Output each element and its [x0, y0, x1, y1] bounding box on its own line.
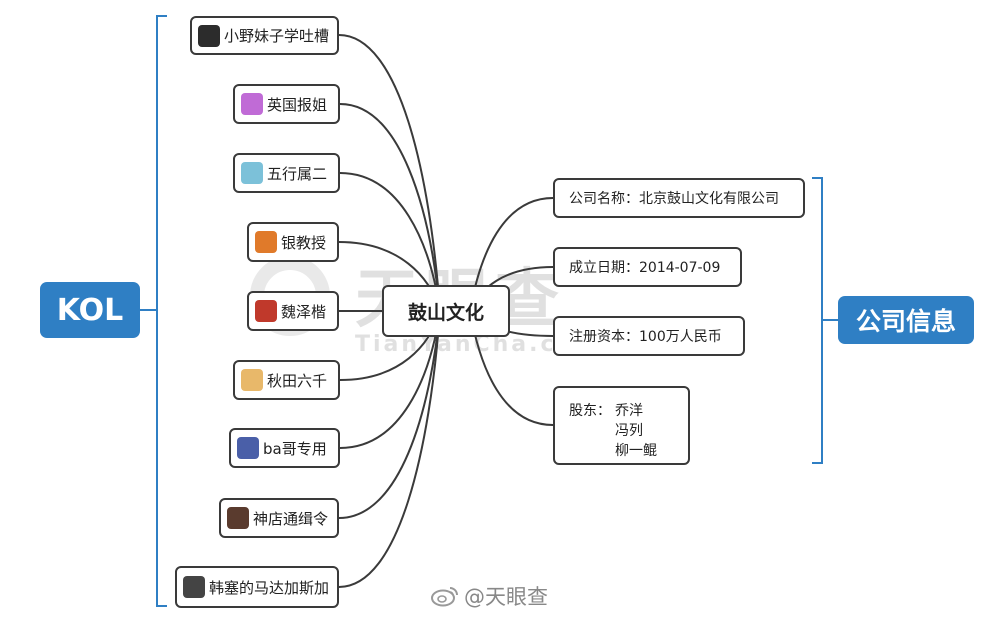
kol-node-wuxingshuer: 五行属二	[233, 153, 340, 193]
shareholder-name: 乔洋	[615, 403, 643, 419]
kol-node-hansai: 韩塞的马达加斯加	[175, 566, 339, 608]
kol-label: 神店通缉令	[253, 509, 329, 528]
kol-connector	[338, 310, 441, 519]
kol-label: 英国报姐	[267, 95, 328, 114]
kol-label: 银教授	[281, 233, 327, 252]
kol-connector	[338, 34, 441, 312]
bw-photo-avatar-icon	[183, 576, 205, 598]
kol-tag: KOL	[40, 282, 140, 338]
red-seal-avatar-icon	[255, 300, 277, 322]
cartoon-man-avatar-icon	[237, 437, 259, 459]
dark-photo-avatar-icon	[227, 507, 249, 529]
cartoon-girl-avatar-icon	[198, 24, 220, 47]
kol-node-shendiantongjiling: 神店通缉令	[219, 498, 339, 538]
kol-node-xiaoyemeizi: 小野妹子学吐槽	[190, 16, 339, 55]
company-info-tag: 公司信息	[838, 296, 974, 344]
footer-credit: @天眼查	[430, 581, 548, 611]
founded-date-text: 成立日期：2014-07-09	[569, 260, 721, 276]
kol-connector	[339, 103, 441, 312]
shareholders-node: 股东： 乔洋 冯列 柳一鲲	[553, 386, 690, 465]
kol-label: 秋田六千	[267, 371, 328, 390]
kol-label: 魏泽楷	[281, 302, 327, 321]
pink-cartoon-avatar-icon	[241, 93, 263, 115]
kol-bracket	[156, 15, 167, 607]
registered-capital-node: 注册资本：100万人民币	[553, 316, 745, 356]
founded-date-node: 成立日期：2014-07-09	[553, 247, 742, 287]
shareholders-label: 股东：	[569, 403, 611, 419]
kol-label: 韩塞的马达加斯加	[209, 578, 330, 597]
shareholder-name: 冯列	[615, 423, 643, 439]
registered-capital-text: 注册资本：100万人民币	[569, 329, 722, 345]
company-name-text: 公司名称：北京鼓山文化有限公司	[569, 191, 779, 207]
weibo-icon	[431, 587, 458, 607]
company-name-node: 公司名称：北京鼓山文化有限公司	[553, 178, 805, 218]
kol-node-qiutianliuqian: 秋田六千	[233, 360, 340, 400]
kol-node-weizekai: 魏泽楷	[247, 291, 339, 331]
kol-node-yinjiaoshou: 银教授	[247, 222, 339, 262]
kol-node-bage: ba哥专用	[229, 428, 340, 468]
center-node: 鼓山文化	[382, 285, 510, 337]
kol-node-yingguobaojie: 英国报姐	[233, 84, 340, 124]
orange-character-avatar-icon	[255, 231, 277, 253]
kol-label: 小野妹子学吐槽	[224, 27, 330, 45]
kol-label: 五行属二	[267, 164, 328, 183]
kol-connector	[338, 310, 441, 588]
shareholder-name: 柳一鲲	[615, 443, 657, 459]
cartoon-face-avatar-icon	[241, 162, 263, 184]
footer-text: @天眼查	[464, 585, 548, 609]
cartoon-cat-avatar-icon	[241, 369, 263, 391]
info-bracket	[812, 177, 823, 464]
kol-label: ba哥专用	[263, 439, 327, 458]
